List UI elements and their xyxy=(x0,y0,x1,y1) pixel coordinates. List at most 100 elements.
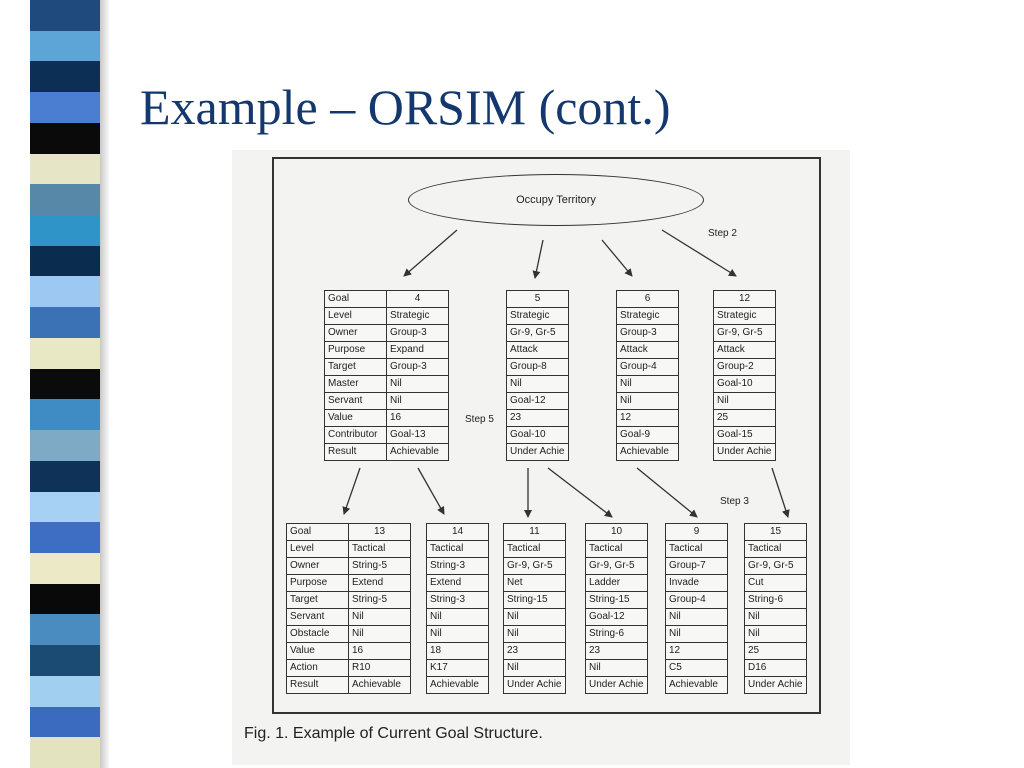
goal-value-cell: Group-3 xyxy=(386,358,449,376)
goal-id-cell: 10 xyxy=(585,523,648,541)
goal-value-cell: Goal-15 xyxy=(713,426,776,444)
goal-value-cell: R10 xyxy=(348,659,411,677)
stripe-segment xyxy=(30,737,100,768)
goal-value-cell: Nil xyxy=(386,392,449,410)
goal-row: Nil xyxy=(744,625,807,643)
goal-value-cell: String-3 xyxy=(426,557,489,575)
goal-row: Achievable xyxy=(665,676,728,694)
goal-row: Goal-12 xyxy=(506,392,569,410)
goal-value-cell: Nil xyxy=(386,375,449,393)
goal-value-cell: String-6 xyxy=(744,591,807,609)
goal-row: Goal-10 xyxy=(506,426,569,444)
goal-row: 12 xyxy=(665,642,728,660)
goal-value-cell: D16 xyxy=(744,659,807,677)
goal-id-cell: 15 xyxy=(744,523,807,541)
stripe-segment xyxy=(30,399,100,431)
goal-value-cell: Tactical xyxy=(503,540,566,558)
goal-row: Goal-10 xyxy=(713,375,776,393)
arrow-root-to-goal-6 xyxy=(601,239,633,277)
goal-row: 23 xyxy=(503,642,566,660)
goal-row: Tactical xyxy=(585,540,648,558)
goal-value-cell: Gr-9, Gr-5 xyxy=(503,557,566,575)
goal-row: String-15 xyxy=(503,591,566,609)
goal-id-cell: 9 xyxy=(665,523,728,541)
goal-value-cell: Nil xyxy=(506,375,569,393)
row-label: Result xyxy=(324,443,387,461)
goal-row: Nil xyxy=(426,608,489,626)
goal-row: String-3 xyxy=(426,591,489,609)
stripe-segment xyxy=(30,30,100,62)
goal-row: 18 xyxy=(426,642,489,660)
stripe-segment xyxy=(30,706,100,738)
goal-value-cell: Nil xyxy=(348,625,411,643)
step-3-label: Step 3 xyxy=(720,496,749,507)
goal-value-cell: Goal-13 xyxy=(386,426,449,444)
goal-row: Extend xyxy=(426,574,489,592)
row-label: Value xyxy=(286,642,349,660)
goal-value-cell: Nil xyxy=(665,625,728,643)
goal-structure-figure: Occupy Territory Step 2 Step 3 Step 5 Go… xyxy=(232,150,850,765)
goal-row: Ladder xyxy=(585,574,648,592)
stripe-segment xyxy=(30,614,100,646)
stripe-segment xyxy=(30,552,100,584)
goal-value-cell: 25 xyxy=(713,409,776,427)
arrow-12-to-15 xyxy=(771,467,790,518)
goal-id-cell: 5 xyxy=(506,290,569,308)
goal-value-cell: 23 xyxy=(585,642,648,660)
goal-row: 25 xyxy=(713,409,776,427)
row-label: Level xyxy=(286,540,349,558)
goal-value-cell: Goal-12 xyxy=(585,608,648,626)
goal-value-cell: K17 xyxy=(426,659,489,677)
goal-value-cell: 16 xyxy=(386,409,449,427)
goal-value-cell: Nil xyxy=(713,392,776,410)
stripe-segment xyxy=(30,92,100,123)
goal-row: Nil xyxy=(616,392,679,410)
goal-value-cell: Gr-9, Gr-5 xyxy=(506,324,569,342)
goal-row: Nil xyxy=(503,659,566,677)
goal-row: String-6 xyxy=(585,625,648,643)
goal-row: Invade xyxy=(665,574,728,592)
step-2-label: Step 2 xyxy=(708,228,737,239)
goal-row: 25 xyxy=(744,642,807,660)
stripe-segment xyxy=(30,460,100,492)
goal-row: 23 xyxy=(585,642,648,660)
goal-row: Nil xyxy=(503,608,566,626)
step-5-label: Step 5 xyxy=(465,414,494,425)
goal-value-cell: Strategic xyxy=(616,307,679,325)
goal-id-cell: 11 xyxy=(503,523,566,541)
goal-value-cell: Tactical xyxy=(585,540,648,558)
goal-row: Nil xyxy=(616,375,679,393)
goal-row: Nil xyxy=(713,392,776,410)
goal-value-cell: Nil xyxy=(665,608,728,626)
goal-value-cell: String-5 xyxy=(348,557,411,575)
goal-row: Tactical xyxy=(665,540,728,558)
goal-row: Gr-9, Gr-5 xyxy=(503,557,566,575)
goal-value-cell: Nil xyxy=(585,659,648,677)
goal-value-cell: Group-3 xyxy=(386,324,449,342)
root-goal-ellipse: Occupy Territory xyxy=(408,174,704,226)
goal-row: 9 xyxy=(665,523,728,541)
goal-value-cell: String-15 xyxy=(503,591,566,609)
goal-row: Nil xyxy=(744,608,807,626)
arrow-root-to-goal-5 xyxy=(532,239,544,279)
goal-row: 12 xyxy=(713,290,776,308)
row-label: Owner xyxy=(286,557,349,575)
goal-value-cell: Nil xyxy=(426,608,489,626)
goal-id-cell: 13 xyxy=(348,523,411,541)
goal-value-cell: Goal-9 xyxy=(616,426,679,444)
goal-value-cell: Gr-9, Gr-5 xyxy=(744,557,807,575)
